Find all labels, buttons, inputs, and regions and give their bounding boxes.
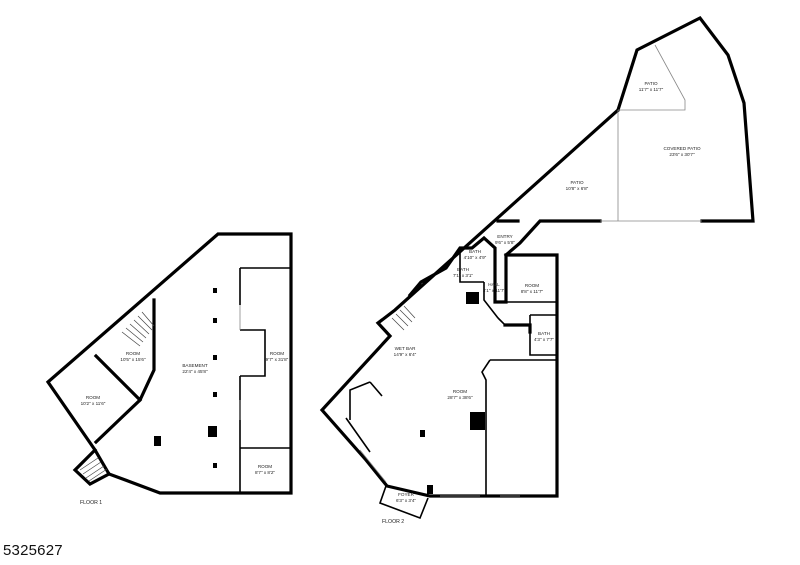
floor-1-stair-notch [72,447,112,486]
floor-2-plan: PATIO 11'7" x 11'7" COVERED PATIO 23'6" … [319,15,755,525]
floor-2-patio-a-name: PATIO [644,81,658,86]
floor-2-hall-jog [503,323,532,334]
floor-2-foyer-name: FOYER [398,492,415,497]
floor-2-foyer-dims: 6'3" x 3'4" [396,498,416,503]
floor-1-room-d-dims: 8'7" x 8'2" [255,470,275,475]
floor-1-stairs-upper [121,311,155,347]
floor-1-room-c-name: ROOM [86,395,100,400]
floor-2-room-a-dims: 8'8" x 11'7" [521,289,544,294]
floor-1-outer-wall [45,232,293,495]
floor-2-bath-c-dims: 4'3" x 7'7" [534,337,554,342]
floor-2-entry-dims: 9'6" x 5'8" [495,240,515,245]
floor-2-room-a-name: ROOM [525,283,539,288]
floor-1-room-b-name: ROOM [270,351,284,356]
floor-2-wet-bar-name: WET BAR [395,346,417,351]
listing-id: 5325627 [3,542,63,559]
floor-1-room-b-dims: 9'7" x 31'8" [266,357,289,362]
floor-2-bath-walls [459,248,558,356]
floor-1-basement-name: BASEMENT [182,363,207,368]
floor-2-patio-b-name: PATIO [570,180,584,185]
floor-1-stairs-lower [79,457,108,482]
floor-2-patio-a-dims: 11'7" x 11'7" [639,87,664,92]
floor-2-patio-wall [615,15,755,223]
floor-1-plan: ROOM 10'5" x 15'6" BASEMENT 22'4" x 45'8… [45,232,293,506]
floor-2-bath-a-dims: 4'10" x 4'9" [464,255,487,260]
floor-2-room-divider [345,359,557,496]
floor-2-bath-a-name: BATH [469,249,481,254]
floor-1-room-d-name: ROOM [258,464,272,469]
floor-2-patio-front [496,219,602,258]
floor-2-bath-b-dims: 7'1" x 3'1" [453,273,473,278]
floor-1-room-a-walls [93,298,156,445]
floor-1-room-a-divider [93,353,143,403]
floor-2-hall-name: HALL [488,282,500,287]
floor-2-outer-wall [319,107,621,498]
floor-2-bath-c-name: BATH [538,331,550,336]
floor-1-room-a-name: ROOM [126,351,140,356]
floor-2-room-b-name: ROOM [453,389,467,394]
floor-2-patio-b-dims: 10'8" x 6'8" [566,186,589,191]
floor-2-covered-patio-dims: 23'6" x 30'7" [669,152,695,157]
floor-1-room-b-walls [239,267,291,493]
floor-2-hall-dims: 4'1" x 11'7" [483,288,506,293]
floor-2-foyer-walls [378,485,429,520]
floor-1-room-a-dims: 10'5" x 15'6" [120,357,146,362]
floor-2-bath-b-name: BATH [457,267,469,272]
floor-2-entry-name: ENTRY [497,234,513,239]
floor-1-label: FLOOR 1 [80,500,102,506]
floor-1-room-c-dims: 10'2" x 11'6" [81,401,106,406]
floor-2-stairs [391,305,416,331]
floor-2-label: FLOOR 2 [382,519,404,525]
floor-2-covered-patio-name: COVERED PATIO [663,146,701,151]
floor-2-room-b-dims: 28'7" x 38'6" [447,395,473,400]
floor-1-basement-dims: 22'4" x 45'8" [182,369,208,374]
floor-2-wet-bar-dims: 14'9" x 6'4" [394,352,417,357]
